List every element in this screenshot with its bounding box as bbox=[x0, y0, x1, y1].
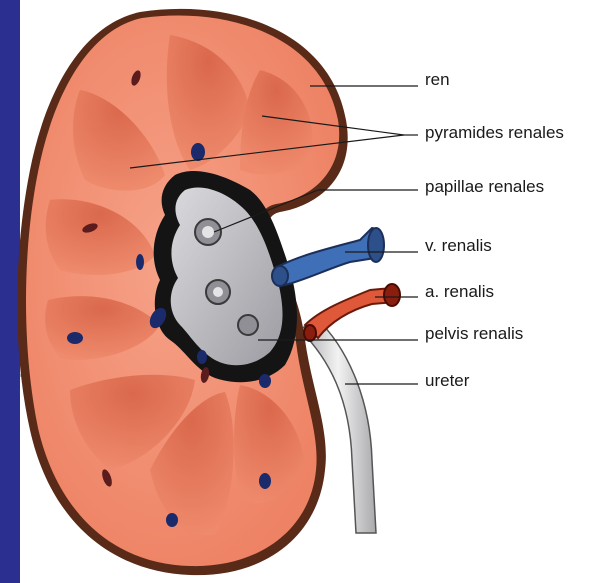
label-papillae-renales: papillae renales bbox=[425, 177, 544, 197]
label-pelvis-renalis: pelvis renalis bbox=[425, 324, 523, 344]
papilla-3 bbox=[238, 315, 258, 335]
renal-artery bbox=[304, 284, 400, 341]
label-v-renalis: v. renalis bbox=[425, 236, 492, 256]
renal-vein bbox=[272, 228, 384, 286]
label-pyramides-renales: pyramides renales bbox=[425, 123, 564, 143]
label-ren: ren bbox=[425, 70, 450, 90]
label-a-renalis: a. renalis bbox=[425, 282, 494, 302]
label-ureter: ureter bbox=[425, 371, 469, 391]
